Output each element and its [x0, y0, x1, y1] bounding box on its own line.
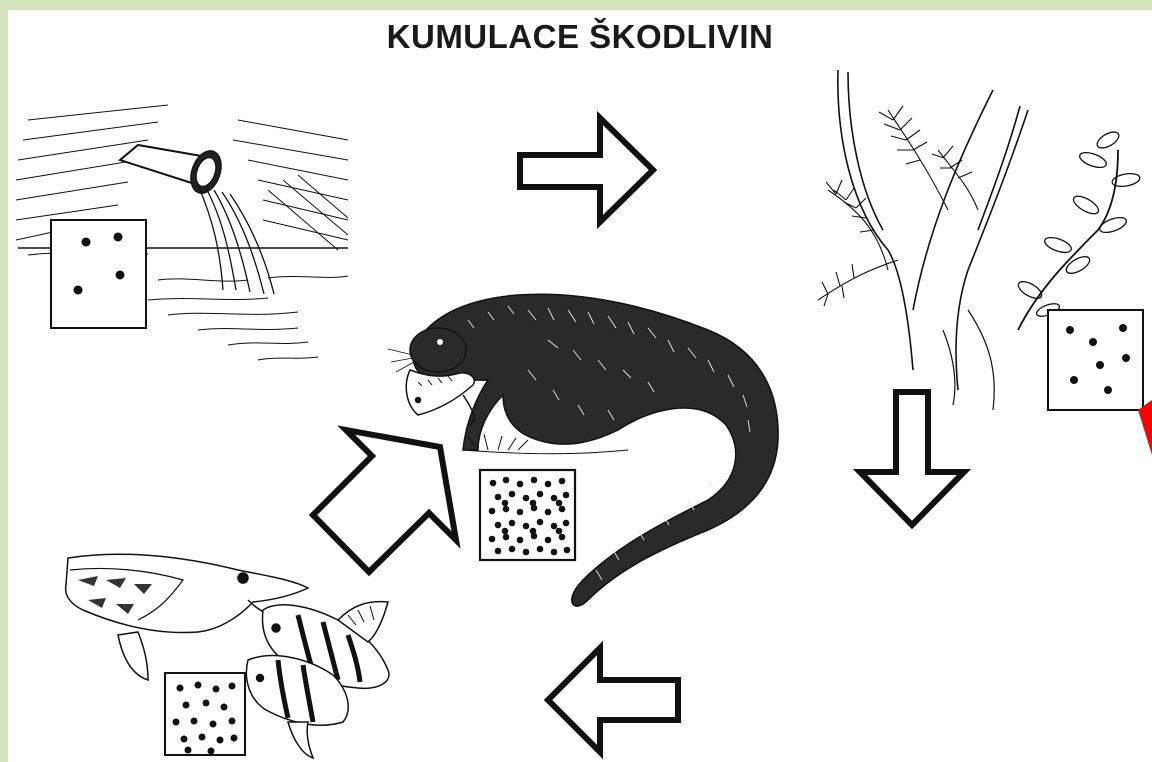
arrow-left	[548, 648, 678, 752]
water-plants-illustration	[818, 70, 1143, 410]
arrow-right	[520, 118, 653, 222]
otter-illustration	[388, 294, 778, 606]
pipe-discharge-illustration	[16, 105, 348, 360]
arrow-up-right	[313, 430, 456, 572]
diagram-canvas: KUMULACE ŠKODLIVIN	[8, 10, 1152, 762]
fish-in-mouth	[406, 370, 474, 415]
pollutant-box-pipe	[51, 220, 146, 328]
arrow-down	[860, 392, 964, 525]
cycle-diagram	[8, 10, 1152, 762]
pike-and-perch-illustration	[66, 554, 389, 758]
